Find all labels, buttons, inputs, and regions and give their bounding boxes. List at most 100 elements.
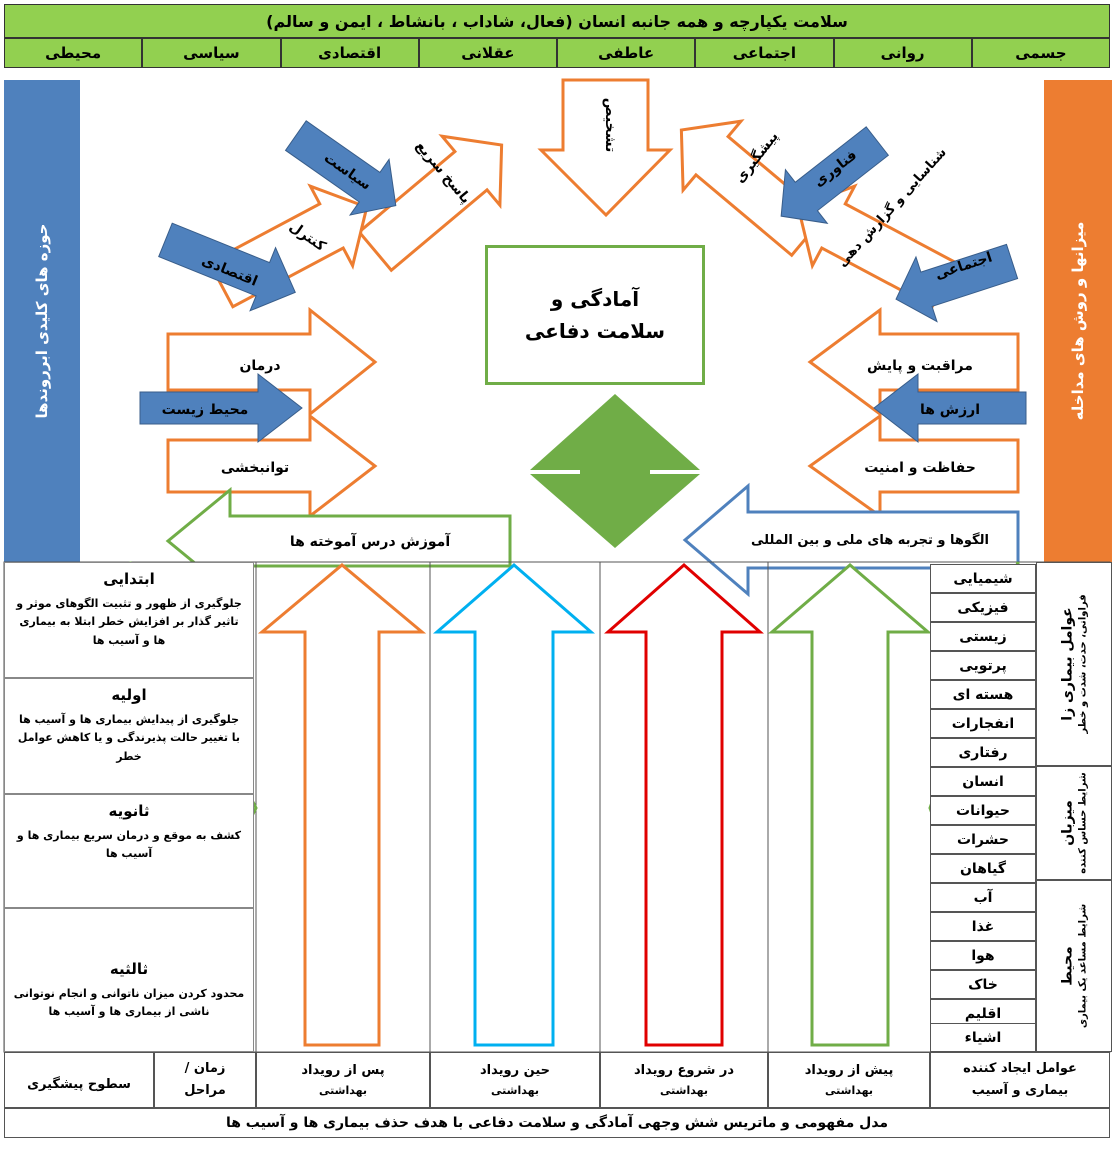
- bottom-time-line2: مراحل: [184, 1083, 226, 1098]
- factor-radiation: پرتویی: [930, 651, 1036, 680]
- level-title: ثانویه: [108, 802, 150, 820]
- level-desc: جلوگیری از ظهور و تثبیت الگوهای موثر و ت…: [16, 596, 242, 647]
- arrow-rehab: [166, 412, 378, 520]
- factor-food: غذا: [930, 912, 1036, 941]
- arrow-diagnosis: [537, 78, 674, 218]
- level-title: ثالثیه: [109, 960, 149, 978]
- bottom-post-event: پس از رویداد بهداشتی: [256, 1052, 430, 1108]
- bottom-levels: سطوح پیشگیری: [4, 1052, 154, 1108]
- dimension-environmental: محیطی: [4, 38, 143, 68]
- bottom-start-event: در شروع رویداد بهداشتی: [600, 1052, 768, 1108]
- bottom-during-event: حین رویداد بهداشتی: [430, 1052, 600, 1108]
- level-title: ابتدایی: [103, 570, 155, 588]
- blue-arrows: [139, 120, 1027, 444]
- group-sub: شرایط حساس کننده: [1077, 772, 1089, 874]
- dimension-mental: روانی: [833, 38, 972, 68]
- blue-arrow-policy: [284, 120, 397, 216]
- factor-human: انسان: [930, 767, 1036, 796]
- factor-plants: گیاهان: [930, 854, 1036, 883]
- arrow-treatment: [166, 306, 378, 418]
- bottom-cause-line1: عوامل ایجاد کننده: [963, 1060, 1077, 1076]
- factor-objects: اشیاء: [930, 1023, 1036, 1052]
- arrow-label-rehab: توانبخشی: [221, 460, 289, 476]
- arrow-rapid-response: [357, 134, 504, 273]
- level-desc: محدود کردن میزان ناتوانی و انجام نوتوانی…: [13, 986, 245, 1019]
- bottom-time: زمان / مراحل: [154, 1052, 256, 1108]
- start-event-arrow: [604, 563, 764, 1047]
- pre-event-arrow: [767, 563, 933, 1047]
- arrow-label-treatment: درمان: [239, 358, 280, 374]
- bottom-pre-line2: بهداشتی: [825, 1083, 873, 1097]
- factor-insects: حشرات: [930, 825, 1036, 854]
- factor-biological: زیستی: [930, 622, 1036, 651]
- patterns-label: الگوها و تجربه های ملی و بین المللی: [751, 532, 989, 548]
- during-event-arrow: [432, 563, 596, 1047]
- group-sub: فراوانی، حدت، شدت و خطر: [1077, 594, 1089, 734]
- blue-arrow-values: [873, 372, 1027, 444]
- arrow-label-security: حفاظت و امنیت: [864, 460, 976, 476]
- factor-physical: فیزیکی: [930, 593, 1036, 622]
- factor-soil: خاک: [930, 970, 1036, 999]
- level-primordial: ابتدایی جلوگیری از ظهور و تثبیت الگوهای …: [4, 562, 254, 678]
- bottom-pre-line1: پیش از رویداد: [804, 1062, 894, 1078]
- factor-nuclear: هسته ای: [930, 680, 1036, 709]
- bottom-pre-event: پیش از رویداد بهداشتی: [768, 1052, 930, 1108]
- group-title: عوامل بیماری زا: [1059, 607, 1076, 721]
- dimension-emotional: عاطفی: [557, 38, 696, 68]
- level-primary: اولیه جلوگیری از پیدایش بیماری ها و آسیب…: [4, 678, 254, 794]
- center-double-arrow: [530, 394, 700, 548]
- dimension-social: اجتماعی: [695, 38, 834, 68]
- arrow-security: [807, 413, 1020, 519]
- blue-arrow-environment: [139, 372, 303, 444]
- factor-chemical: شیمیایی: [930, 564, 1036, 593]
- footer-caption: مدل مفهومی و ماتریس شش وجهی آمادگی و سلا…: [4, 1108, 1110, 1138]
- level-desc: جلوگیری از پیدایش بیماری ها و آسیب ها با…: [17, 712, 241, 763]
- factor-air: هوا: [930, 941, 1036, 970]
- factor-water: آب: [930, 883, 1036, 912]
- right-side-bar: میزانها و روش های مداخله: [1044, 80, 1112, 562]
- level-desc: کشف به موقع و درمان سریع بیماری ها و آسی…: [16, 828, 242, 861]
- post-event-arrow: [257, 563, 427, 1047]
- bottom-levels-label: سطوح پیشگیری: [27, 1076, 131, 1092]
- group-title: میزبان: [1059, 800, 1076, 846]
- arrow-label-diagnosis: تشخیص: [602, 98, 618, 152]
- bottom-start-line1: در شروع رویداد: [633, 1062, 735, 1078]
- bottom-during-line1: حین رویداد: [480, 1062, 550, 1078]
- dimension-physical: جسمی: [971, 38, 1110, 68]
- dimensions-row: جسمی روانی اجتماعی عاطفی عقلانی اقتصادی …: [4, 38, 1110, 68]
- bottom-cause-line2: بیماری و آسیب: [971, 1083, 1069, 1098]
- blue-label-values: ارزش ها: [920, 402, 980, 418]
- group-sub: شرایط مساعد یک بیماری: [1077, 903, 1089, 1029]
- header-title: سلامت یکپارچه و همه جانبه انسان (فعال، ش…: [4, 4, 1110, 38]
- arrow-monitoring: [807, 307, 1020, 417]
- bottom-post-line2: بهداشتی: [319, 1083, 367, 1097]
- dimension-intellectual: عقلانی: [418, 38, 557, 68]
- left-side-bar: حوزه های کلیدی ابرروندها: [4, 80, 80, 562]
- arrow-label-monitoring: مراقبت و پایش: [867, 358, 973, 374]
- center-title-text: آمادگی و سلامت دفاعی: [524, 287, 666, 343]
- bottom-time-line1: زمان /: [184, 1060, 226, 1076]
- blue-arrow-technology: [780, 126, 890, 224]
- level-title: اولیه: [111, 686, 147, 704]
- group-title: محیط: [1059, 946, 1076, 986]
- dimension-economic: اقتصادی: [280, 38, 419, 68]
- phase-arrows: [257, 563, 933, 1047]
- level-secondary: ثانویه کشف به موقع و درمان سریع بیماری ه…: [4, 794, 254, 908]
- factor-behavioral: رفتاری: [930, 738, 1036, 767]
- factor-animals: حیوانات: [930, 796, 1036, 825]
- bottom-during-line2: بهداشتی: [491, 1083, 539, 1097]
- lessons-label: آموزش درس آموخته ها: [290, 532, 452, 550]
- factor-explosives: انفجارات: [930, 709, 1036, 738]
- blue-arrow-social: [895, 243, 1019, 323]
- bottom-post-line1: پس از رویداد: [301, 1062, 385, 1078]
- level-tertiary: ثالثیه محدود کردن میزان ناتوانی و انجام …: [4, 908, 254, 1052]
- blue-label-environment: محیط زیست: [162, 402, 249, 418]
- bottom-start-line2: بهداشتی: [660, 1083, 708, 1097]
- arc-arrows: [166, 78, 1020, 520]
- dimension-political: سیاسی: [142, 38, 281, 68]
- center-title: آمادگی و سلامت دفاعی: [485, 245, 705, 385]
- bottom-cause: عوامل ایجاد کننده بیماری و آسیب: [930, 1052, 1110, 1108]
